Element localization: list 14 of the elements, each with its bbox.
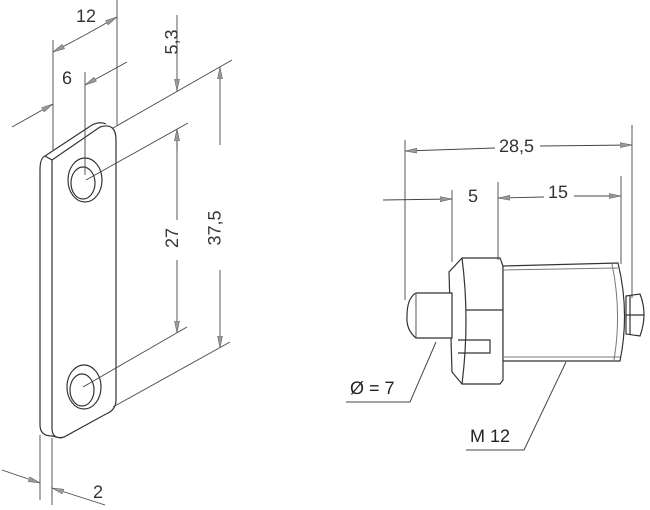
- dimension-value: 37,5: [204, 210, 225, 246]
- callout-label: M 12: [470, 426, 510, 446]
- callout-label: Ø = 7: [350, 378, 395, 398]
- leader-line: [466, 362, 566, 450]
- threaded-body-drawing: [500, 262, 628, 362]
- dimension-value: 28,5: [499, 136, 534, 156]
- dimension-value: 27: [162, 228, 182, 248]
- dimension-value: 15: [548, 182, 568, 202]
- dimension-value: 5,3: [162, 29, 182, 55]
- dimension-value: 12: [76, 6, 96, 26]
- leader-line: [346, 342, 436, 402]
- dimension-value: 6: [62, 68, 72, 88]
- dimension-value: 2: [93, 482, 104, 502]
- dimension-value: 5: [468, 186, 478, 206]
